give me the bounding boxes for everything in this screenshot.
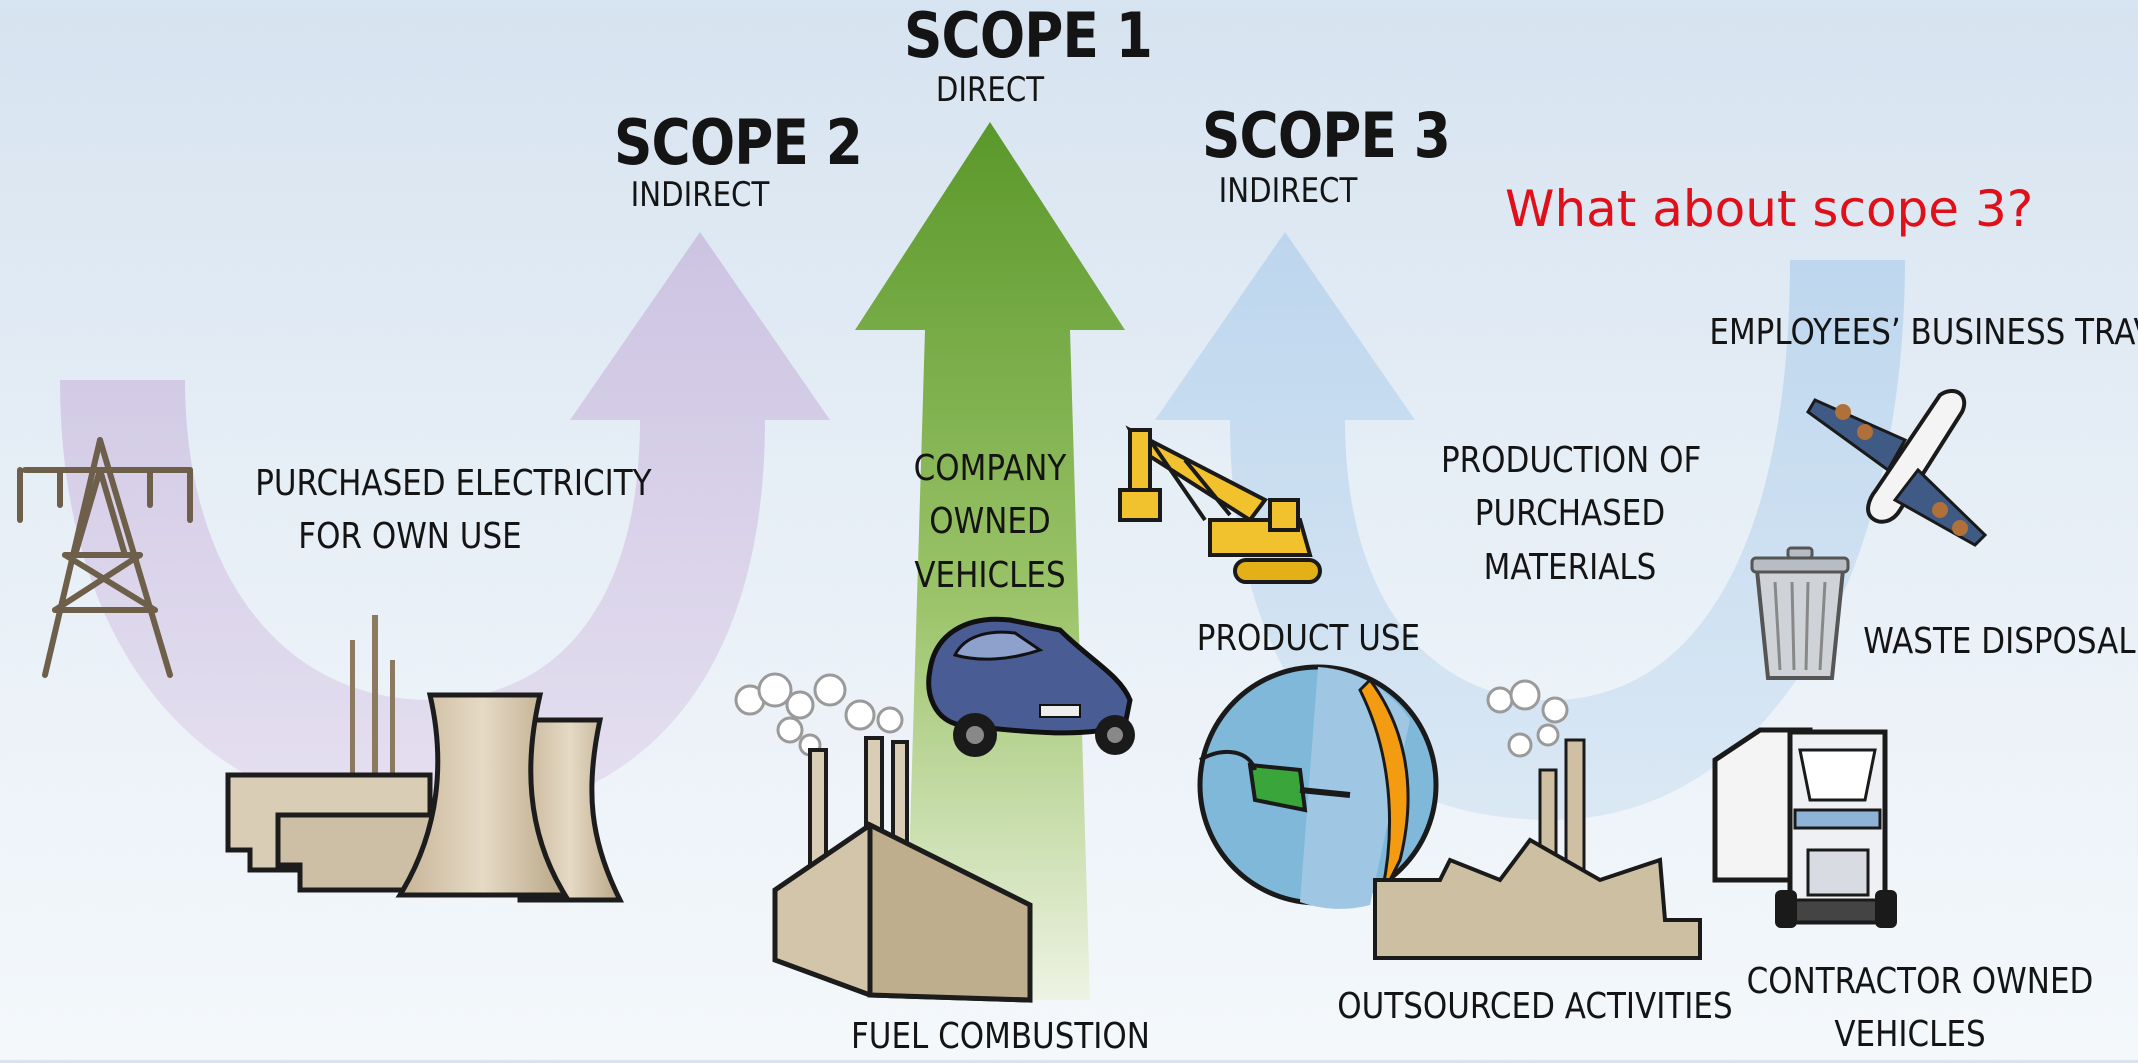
power-plant-icon xyxy=(225,615,625,903)
company-vehicles-label: COMPANY OWNED VEHICLES xyxy=(913,448,1067,596)
excavator-icon xyxy=(1118,425,1322,584)
fuel-combustion-label: FUEL COMBUSTION xyxy=(851,1016,1150,1057)
business-travel-label: EMPLOYEES’ BUSINESS TRAVEL xyxy=(1709,312,2138,353)
scope1-title: SCOPE 1 xyxy=(904,0,1153,72)
scope3-question: What about scope 3? xyxy=(1505,180,2034,238)
waste-disposal-label: WASTE DISPOSAL xyxy=(1863,621,2136,662)
transmission-tower-icon xyxy=(17,437,193,678)
truck-icon xyxy=(1712,727,1897,928)
factory-icon xyxy=(734,672,1033,1003)
product-use-label: PRODUCT USE xyxy=(1196,618,1421,659)
airplane-icon xyxy=(1806,389,1988,547)
outsourced-activities-label: OUTSOURCED ACTIVITIES xyxy=(1337,986,1733,1027)
scope1-arrow xyxy=(855,122,1125,1000)
purchased-electricity-label: PURCHASED ELECTRICITY FOR OWN USE xyxy=(255,463,652,558)
car-icon xyxy=(926,616,1135,757)
fuel-pump-icon xyxy=(1197,664,1439,909)
trash-can-icon xyxy=(1750,546,1850,680)
scope3-title: SCOPE 3 xyxy=(1202,99,1451,172)
outsourced-factory-icon xyxy=(1373,679,1702,960)
scope1-subtitle: DIRECT xyxy=(935,70,1045,110)
scope2-arrow xyxy=(60,232,830,820)
contractor-vehicles-label: CONTRACTOR OWNED VEHICLES xyxy=(1746,961,2094,1056)
production-materials-label: PRODUCTION OF PURCHASED MATERIALS xyxy=(1441,440,1702,588)
scope2-title: SCOPE 2 xyxy=(614,106,863,179)
scope2-subtitle: INDIRECT xyxy=(630,175,770,215)
scope3-subtitle: INDIRECT xyxy=(1218,171,1358,211)
